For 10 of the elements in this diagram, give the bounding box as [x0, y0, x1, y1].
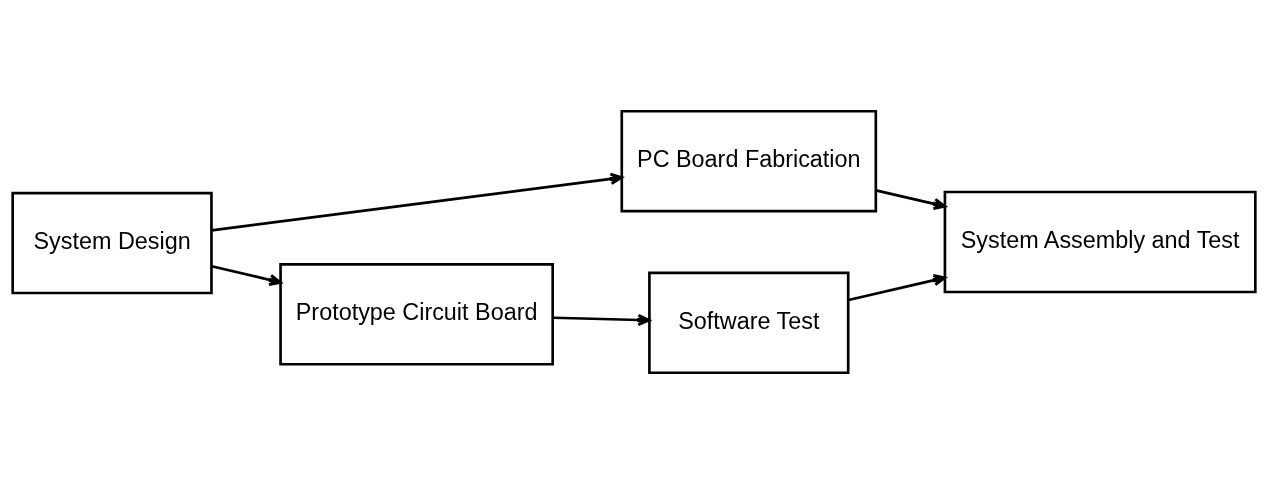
node-box: System Assembly and Test	[943, 190, 1257, 293]
arrow	[552, 313, 651, 326]
arrow	[211, 264, 282, 286]
node-box: Software Test	[648, 271, 850, 374]
arrow	[848, 273, 947, 301]
node-box: Prototype Circuit Board	[279, 262, 554, 366]
arrow	[211, 172, 624, 232]
node-box: System Design	[11, 191, 213, 294]
node-box: PC Board Fabrication	[620, 109, 878, 212]
arrow	[875, 188, 947, 210]
